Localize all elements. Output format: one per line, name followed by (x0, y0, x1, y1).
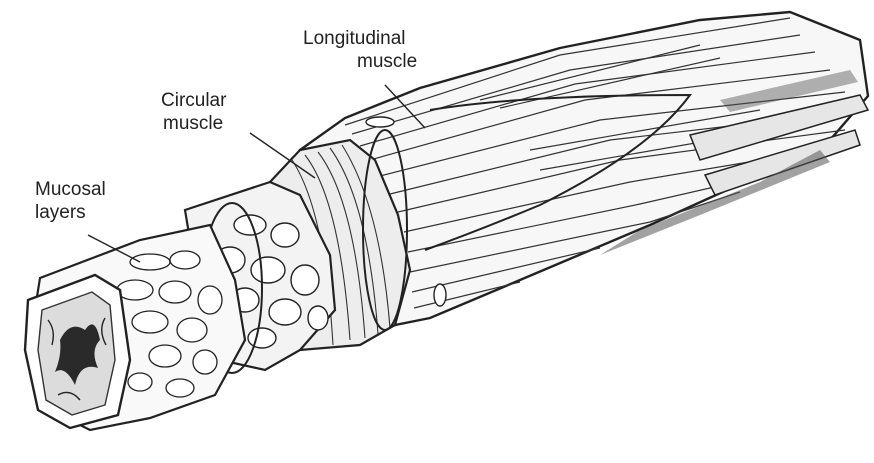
label-longitudinal-muscle: Longitudinal muscle (303, 27, 417, 73)
label-mucosal-line2: layers (35, 201, 106, 224)
label-circular-muscle: Circular muscle (161, 89, 226, 135)
label-mucosal-line1: Mucosal (35, 178, 106, 201)
label-mucosal-layers: Mucosal layers (35, 178, 106, 224)
label-longitudinal-line2: muscle (303, 50, 417, 73)
mucosal-layers (25, 225, 245, 430)
label-circular-line2: muscle (161, 112, 226, 135)
label-longitudinal-line1: Longitudinal (303, 27, 417, 50)
label-circular-line1: Circular (161, 89, 226, 112)
